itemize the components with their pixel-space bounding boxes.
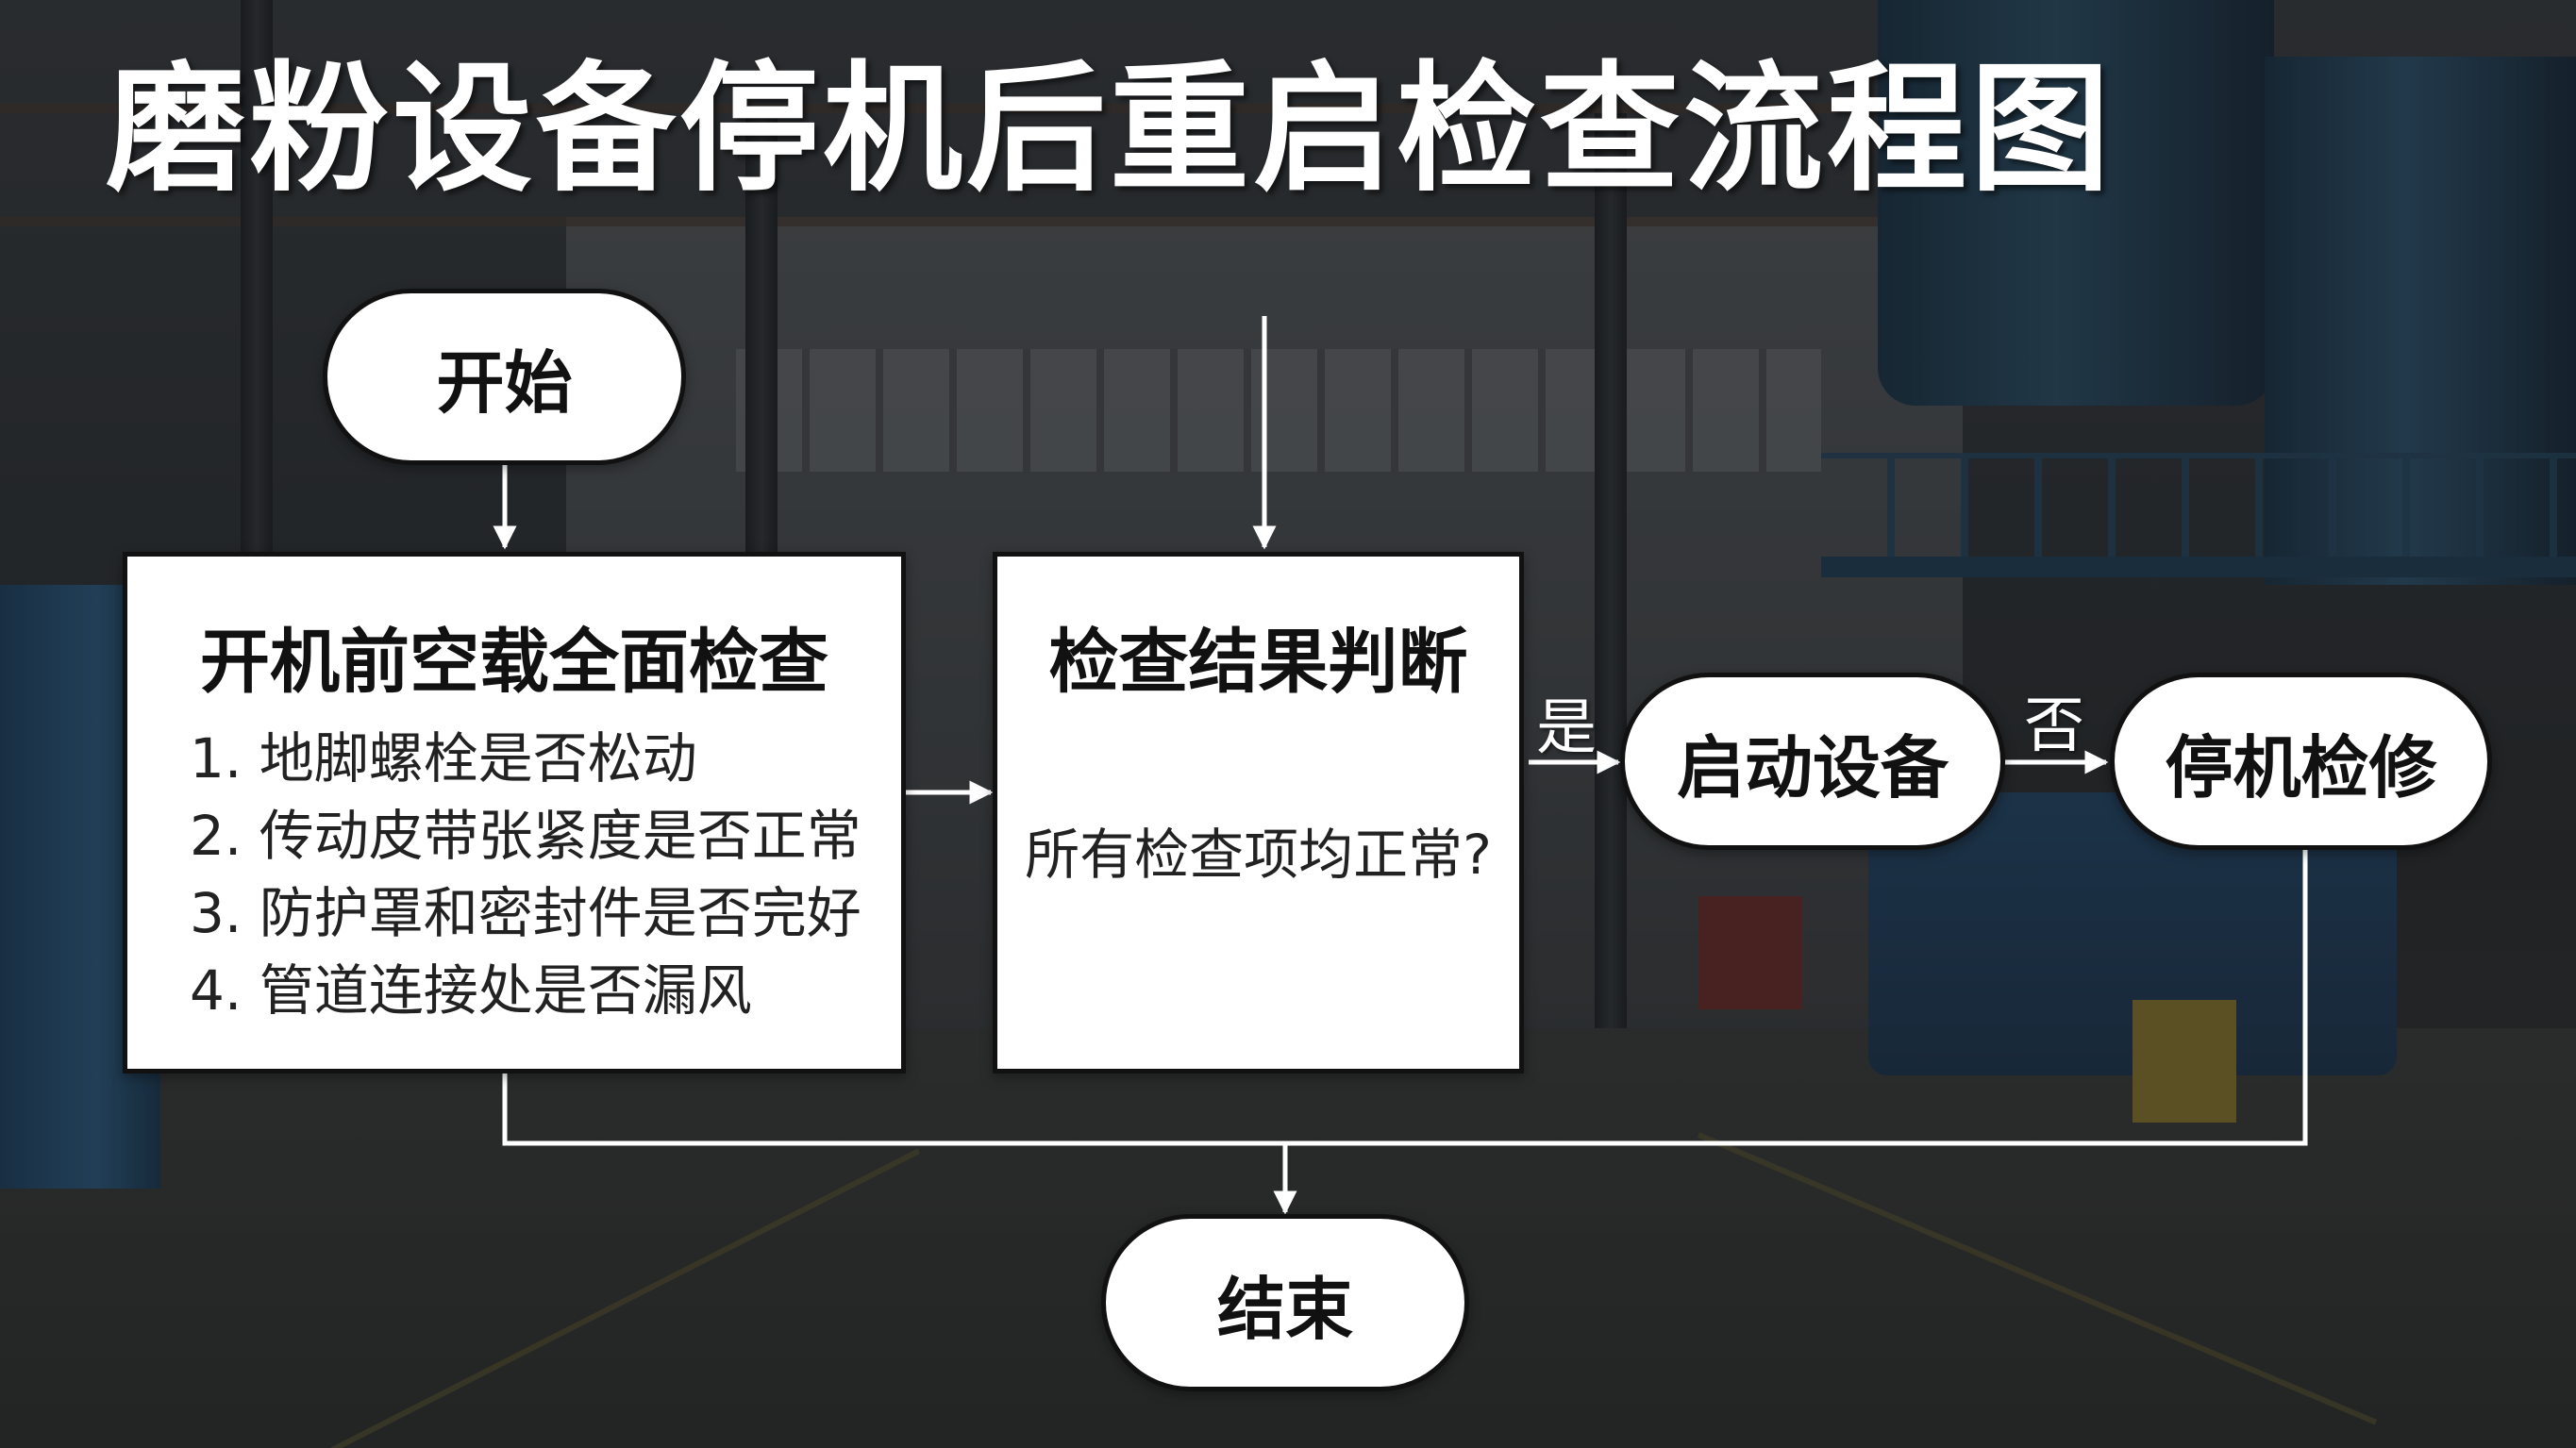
platform-railing [1821,453,2576,562]
no-label: 否 [2024,691,2084,761]
precheck-box: 开机前空载全面检查 1. 地脚螺栓是否松动 2. 传动皮带张紧度是否正常 3. … [123,552,906,1074]
platform [1821,557,2576,577]
decision-box: 检查结果判断 所有检查项均正常? [993,552,1524,1074]
check-item: 3. 防护罩和密封件是否完好 [190,881,861,945]
line-precheck-to-merge [502,849,2308,1146]
yes-label: 是 [1536,693,1597,763]
decision-title: 检查结果判断 [1048,622,1468,703]
roof-beam [0,217,2576,226]
start-equipment-node: 启动设备 [1620,673,2005,850]
window-band [736,349,1821,472]
control-cabinet [2133,1000,2236,1123]
check-item: 1. 地脚螺栓是否松动 [190,726,697,791]
check-item: 2. 传动皮带张紧度是否正常 [190,804,861,868]
silo [1878,0,2274,406]
fire-cabinet [1698,896,1802,1009]
start-node: 开始 [323,289,686,465]
steel-column [1595,113,1627,1038]
decision-question: 所有检查项均正常? [1025,823,1492,887]
roof-beam [0,104,2576,113]
shutdown-repair-node: 停机检修 [2110,673,2492,850]
precheck-title: 开机前空载全面检查 [200,622,828,703]
end-node: 结束 [1101,1214,1469,1391]
check-item: 4. 管道连接处是否漏风 [190,958,752,1023]
page-title: 磨粉设备停机后重启检查流程图 [106,48,2114,210]
checklist: 1. 地脚螺栓是否松动 2. 传动皮带张紧度是否正常 3. 防护罩和密封件是否完… [190,720,901,1029]
